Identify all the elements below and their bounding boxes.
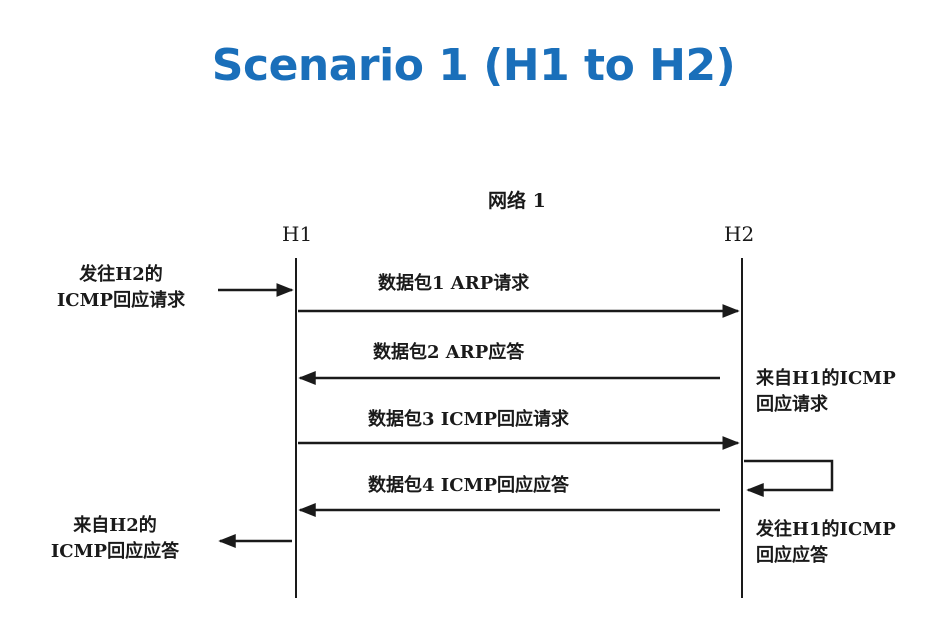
h2-outgoing-note: 发往H1的ICMP 回应应答 [756,517,896,569]
message-4-label: 数据包4 ICMP回应应答 [368,475,569,496]
message-2-label: 数据包2 ARP应答 [373,342,525,363]
h2-incoming-note-line1: 来自H1的ICMP [756,368,896,389]
h1-incoming-note-line2: ICMP回应应答 [50,541,180,562]
h2-outgoing-note-line1: 发往H1的ICMP [756,519,896,540]
host-h2-label: H2 [724,222,755,246]
slide-title: Scenario 1 (H1 to H2) [211,40,736,91]
h2-incoming-note-line2: 回应请求 [756,394,828,415]
h2-loopback-arrow [744,459,834,497]
h1-incoming-note: 来自H2的 ICMP回应应答 [30,513,200,565]
h2-outgoing-note-line2: 回应应答 [756,545,828,566]
message-3-label: 数据包3 ICMP回应请求 [368,409,569,430]
h1-outgoing-note-line2: ICMP回应请求 [56,290,186,311]
h2-incoming-note: 来自H1的ICMP 回应请求 [756,366,896,418]
h1-outgoing-note-line1: 发往H2的 [79,264,163,285]
h1-incoming-note-line1: 来自H2的 [73,515,157,536]
network-label: 网络 1 [488,190,546,212]
host-h1-label: H1 [282,222,313,246]
message-1-label: 数据包1 ARP请求 [378,273,530,294]
h1-outgoing-note: 发往H2的 ICMP回应请求 [46,262,196,314]
